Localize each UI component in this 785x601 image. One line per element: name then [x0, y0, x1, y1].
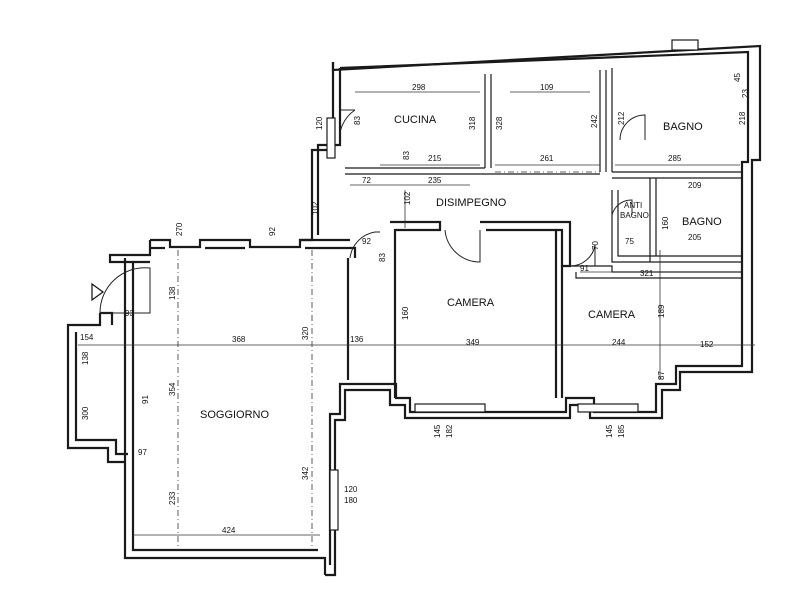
dim-354: 354: [168, 382, 177, 396]
dim-75: 75: [625, 237, 634, 246]
dim-109: 109: [540, 83, 554, 92]
dim-45: 45: [733, 73, 742, 82]
doors: [99, 109, 646, 314]
dim-298: 298: [412, 83, 426, 92]
label-bagno-1: BAGNO: [663, 121, 703, 133]
dim-160b: 160: [401, 306, 410, 320]
dim-235: 235: [428, 176, 442, 185]
dim-209: 209: [688, 181, 702, 190]
dim-320: 320: [301, 326, 310, 340]
dim-134: 138: [81, 351, 90, 365]
door-bagno-1: [619, 114, 646, 141]
dim-92-180: 92: [268, 227, 277, 236]
window-camera-2: [577, 403, 639, 413]
interior-walls: [345, 68, 742, 398]
window-camera-1: [414, 403, 486, 413]
dim-261: 261: [540, 154, 554, 163]
dim-185: 185: [617, 424, 626, 438]
dim-50-120: 120: [315, 116, 324, 130]
dim-93: 93: [125, 309, 134, 318]
label-bagno-2: BAGNO: [682, 216, 722, 228]
label-camera-1: CAMERA: [447, 297, 495, 309]
dim-189: 189: [657, 304, 666, 318]
windows: [326, 39, 699, 531]
outer-walls: [66, 44, 762, 577]
door-cucina: [339, 109, 356, 146]
dim-154: 154: [80, 333, 94, 342]
dimension-labels: 298 109 215 261 285 72 235 209 205 75 92…: [80, 73, 750, 535]
dim-349: 349: [466, 338, 480, 347]
dimension-lines: [78, 91, 755, 548]
door-camera-2: [569, 244, 596, 267]
dim-152: 152: [700, 340, 714, 349]
entry-arrow-icon: [91, 282, 105, 302]
label-anti-bagno: BAGNO: [620, 211, 649, 220]
label-cucina: CUCINA: [394, 114, 437, 126]
door-entry: [99, 267, 151, 314]
dim-328: 328: [495, 116, 504, 130]
dim-244: 244: [612, 338, 626, 347]
dim-160: 160: [661, 216, 670, 230]
dim-120: 120: [344, 485, 358, 494]
dim-145b: 145: [605, 424, 614, 438]
dim-183: 83: [353, 116, 362, 125]
dim-218: 218: [738, 111, 747, 125]
dim-212: 212: [617, 111, 626, 125]
window-soggiorno-right: [329, 469, 339, 531]
dim-80: 83: [402, 151, 411, 160]
dim-205: 205: [688, 233, 702, 242]
dim-100-240: 102: [311, 201, 320, 215]
dim-368: 368: [232, 335, 246, 344]
dim-72: 72: [362, 176, 371, 185]
label-soggiorno: SOGGIORNO: [200, 409, 270, 421]
dim-233: 233: [168, 491, 177, 505]
dim-300: 300: [81, 406, 90, 420]
dim-100-180-a: 270: [175, 222, 184, 236]
dim-102: 102: [403, 191, 412, 205]
dim-180b: 180: [344, 496, 358, 505]
dim-80b: 83: [378, 253, 387, 262]
label-anti: ANTI: [624, 201, 642, 210]
door-anti-bagno: [611, 199, 633, 216]
dim-242: 242: [590, 114, 599, 128]
dim-321: 321: [640, 269, 654, 278]
label-camera-2: CAMERA: [588, 309, 636, 321]
dim-138: 138: [168, 286, 177, 300]
window-top-right: [671, 39, 699, 51]
dim-70: 70: [591, 241, 600, 250]
label-disimpegno: DISIMPEGNO: [436, 197, 507, 209]
door-soggiorno: [349, 231, 380, 259]
dim-318: 318: [468, 116, 477, 130]
dim-91: 91: [580, 264, 589, 273]
dim-97: 97: [138, 448, 147, 457]
dim-23: 23: [741, 89, 750, 98]
dim-182: 182: [445, 424, 454, 438]
door-camera-1: [444, 229, 481, 263]
window-kitchen-left: [326, 117, 336, 159]
dim-424: 424: [222, 526, 236, 535]
dim-145a: 145: [433, 424, 442, 438]
dim-91-small: 91: [141, 395, 150, 404]
dim-92: 92: [362, 237, 371, 246]
dim-215: 215: [428, 154, 442, 163]
dim-342: 342: [301, 466, 310, 480]
dim-136: 136: [350, 335, 364, 344]
room-labels: CUCINA BAGNO DISIMPEGNO ANTI BAGNO BAGNO…: [200, 114, 722, 421]
dim-285: 285: [668, 154, 682, 163]
dim-87: 87: [657, 371, 666, 380]
